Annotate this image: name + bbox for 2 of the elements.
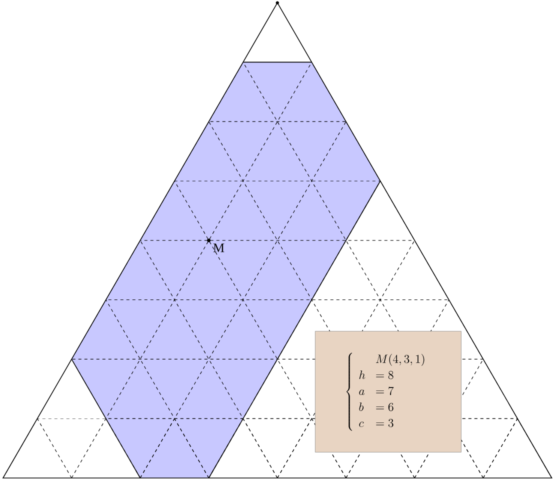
point-label: M [213,244,224,252]
formula-box: $\left\{\begin{array}{ll} & M(4,3,1)\\ h & =8\\ a & =7\\ b & =6\\ c & =3\end{array}\right.$ [315,331,462,452]
